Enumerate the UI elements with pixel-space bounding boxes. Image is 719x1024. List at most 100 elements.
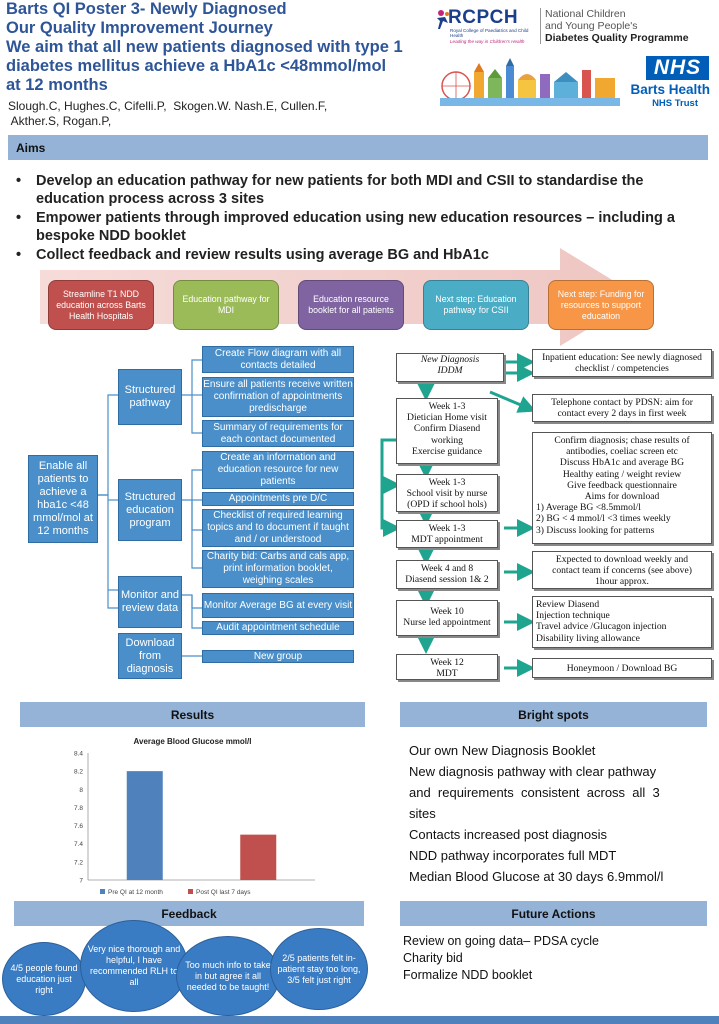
flow-step-box: Week 1-3 Dietician Home visit Confirm Di…	[396, 398, 498, 464]
flow-note-line: contact every 2 days in first week	[557, 408, 687, 420]
flow-note-line: Disability living allowance	[536, 632, 640, 644]
feedback-text: 2/5 patients felt in-patient stay too lo…	[277, 952, 361, 985]
driver-diagram-connectors	[90, 359, 202, 657]
flow-line: Week 1-3	[428, 401, 466, 412]
driver-primary-text: Enable all patients to achieve a hba1c <…	[33, 460, 93, 537]
flow-note-line: Inpatient education: See newly diagnosed	[542, 352, 702, 363]
flow-line: Exercise guidance	[411, 445, 483, 457]
driver-secondary-text: Monitor and review data	[120, 589, 180, 614]
driver-secondary-box: Structured pathway	[118, 369, 182, 425]
london-skyline-image	[440, 58, 620, 106]
bright-spot-item: Median Blood Glucose at 30 days 6.9mmol/…	[409, 869, 664, 884]
flow-note-line: Honeymoon / Download BG	[566, 663, 678, 674]
driver-change-text: Create Flow diagram with all contacts de…	[214, 347, 342, 371]
flow-note-line: Discuss HbA1c and average BG	[559, 457, 685, 469]
driver-change-box: Create an information and education reso…	[202, 451, 354, 489]
bright-spots-section-header: Bright spots	[400, 702, 707, 727]
flow-line: IDDM	[437, 365, 463, 377]
flow-line: Confirm Diasend	[413, 423, 481, 435]
driver-change-text: Summary of requirements for each contact…	[213, 421, 343, 445]
footer-bar	[0, 1016, 719, 1024]
driver-secondary-text: Structured pathway	[124, 384, 176, 409]
feedback-text: Too much info to take in but agree it al…	[185, 959, 271, 992]
title-line: diabetes mellitus achieve a HbA1c <48mmo…	[6, 57, 387, 75]
flow-step-box: Week 4 and 8 Diasend session 1& 2	[396, 560, 498, 589]
flow-line: (OPD if school hols)	[407, 499, 487, 511]
flow-line: MDT appointment	[411, 534, 483, 546]
driver-change-text: Appointments pre D/C	[228, 493, 328, 504]
future-actions-heading: Future Actions	[511, 906, 596, 921]
flow-start-box: New Diagnosis IDDM	[396, 353, 504, 382]
bright-spot-item: Our own New Diagnosis Booklet	[409, 743, 596, 758]
bright-spots-list: Our own New Diagnosis Booklet New diagno…	[409, 740, 701, 887]
flow-note-line: Review Diasend	[536, 599, 600, 610]
aims-bullet: Collect feedback and review results usin…	[14, 246, 704, 264]
driver-secondary-text: Structured education program	[124, 490, 176, 529]
driver-secondary-box: Download from diagnosis	[118, 633, 182, 679]
stage-box: Next step: Education pathway for CSII	[423, 280, 529, 330]
title-line: Our Quality Improvement Journey	[6, 19, 273, 37]
flow-note-line: contact team if concerns (see above)	[552, 565, 692, 577]
flow-note-line: Travel advice /Glucagon injection	[536, 621, 667, 633]
chart-y-tick-label: 7.8	[74, 805, 83, 812]
poster-title: Barts QI Poster 3- Newly Diagnosed Our Q…	[6, 0, 436, 95]
future-actions-section-header: Future Actions	[400, 901, 707, 926]
driver-secondary-box: Monitor and review data	[118, 576, 182, 628]
flow-note-box: Telephone contact by PDSN: aim for conta…	[532, 394, 712, 422]
flow-line: Week 10	[430, 606, 464, 617]
aims-bullet: Develop an education pathway for new pat…	[14, 172, 704, 208]
flow-line: New Diagnosis	[420, 354, 480, 365]
flow-line: Dietician Home visit	[407, 412, 487, 424]
feedback-text: 4/5 people found education just right	[10, 962, 78, 995]
driver-change-box: New group	[202, 650, 354, 663]
flow-step-box: Week 12 MDT	[396, 654, 498, 680]
flow-note-box: Inpatient education: See newly diagnosed…	[532, 349, 712, 377]
aims-list: Develop an education pathway for new pat…	[14, 172, 704, 265]
chart-bar	[240, 834, 277, 880]
flow-note-line: 1) Average BG <8.5mmol/l	[536, 502, 641, 514]
driver-secondary-text: Download from diagnosis	[125, 636, 175, 675]
flow-note-line: Telephone contact by PDSN: aim for	[551, 397, 693, 408]
ncy-line: National Children	[545, 8, 626, 20]
driver-change-text: New group	[253, 650, 303, 662]
flow-line: Week 4 and 8	[420, 563, 474, 574]
driver-secondary-box: Structured education program	[118, 479, 182, 541]
chart-legend-swatch	[188, 889, 193, 894]
driver-primary-box: Enable all patients to achieve a hba1c <…	[28, 455, 98, 543]
chart-legend-label: Pre QI at 12 month	[108, 889, 163, 896]
stage-label: Next step: Funding for resources to supp…	[557, 288, 645, 321]
flow-note-line: 3) Discuss looking for patterns	[536, 524, 655, 536]
driver-change-box: Summary of requirements for each contact…	[202, 420, 354, 447]
flow-step-box: Week 10 Nurse led appointment	[396, 600, 498, 636]
nhs-trust-label: NHS Trust	[652, 98, 698, 109]
nhs-logo: NHS	[646, 56, 709, 80]
flow-line: Diasend session 1& 2	[405, 574, 489, 586]
flow-line: School visit by nurse	[406, 488, 488, 500]
flow-note-box: Review Diasend Injection technique Trave…	[532, 596, 712, 648]
stage-box: Streamline T1 NDD education across Barts…	[48, 280, 154, 330]
flow-step-box: Week 1-3 MDT appointment	[396, 520, 498, 548]
stage-box: Next step: Funding for resources to supp…	[548, 280, 654, 330]
feedback-bubble: Too much info to take in but agree it al…	[176, 936, 280, 1016]
future-action-item: Charity bid	[403, 951, 463, 965]
chart-y-tick-label: 7.6	[74, 823, 83, 830]
driver-change-box: Appointments pre D/C	[202, 492, 354, 506]
flow-note-line: Healthy eating / weight review	[562, 468, 682, 480]
driver-change-text: Monitor Average BG at every visit	[203, 599, 353, 611]
stage-label: Streamline T1 NDD education across Barts…	[56, 288, 146, 321]
authors: Slough.C, Hughes.C, Cifelli.P, Skogen.W.…	[8, 99, 368, 129]
chart-y-tick-label: 7	[79, 878, 83, 885]
chart-legend-label: Post QI last 7 days	[196, 889, 251, 896]
flow-note-line: Injection technique	[536, 610, 610, 622]
driver-change-box: Audit appointment schedule	[202, 621, 354, 635]
stage-label: Education pathway for MDI	[182, 294, 270, 315]
flow-note-line: Expected to download weekly and	[555, 554, 689, 565]
flow-note-line: Confirm diagnosis; chase results of	[554, 435, 690, 446]
feedback-bubble: 2/5 patients felt in-patient stay too lo…	[270, 928, 368, 1010]
flow-note-line: 1hour approx.	[595, 576, 649, 588]
results-section-header: Results	[20, 702, 365, 727]
flow-note-line: 2) BG < 4 mmol/l <3 times weekly	[536, 513, 671, 525]
driver-change-box: Monitor Average BG at every visit	[202, 593, 354, 618]
